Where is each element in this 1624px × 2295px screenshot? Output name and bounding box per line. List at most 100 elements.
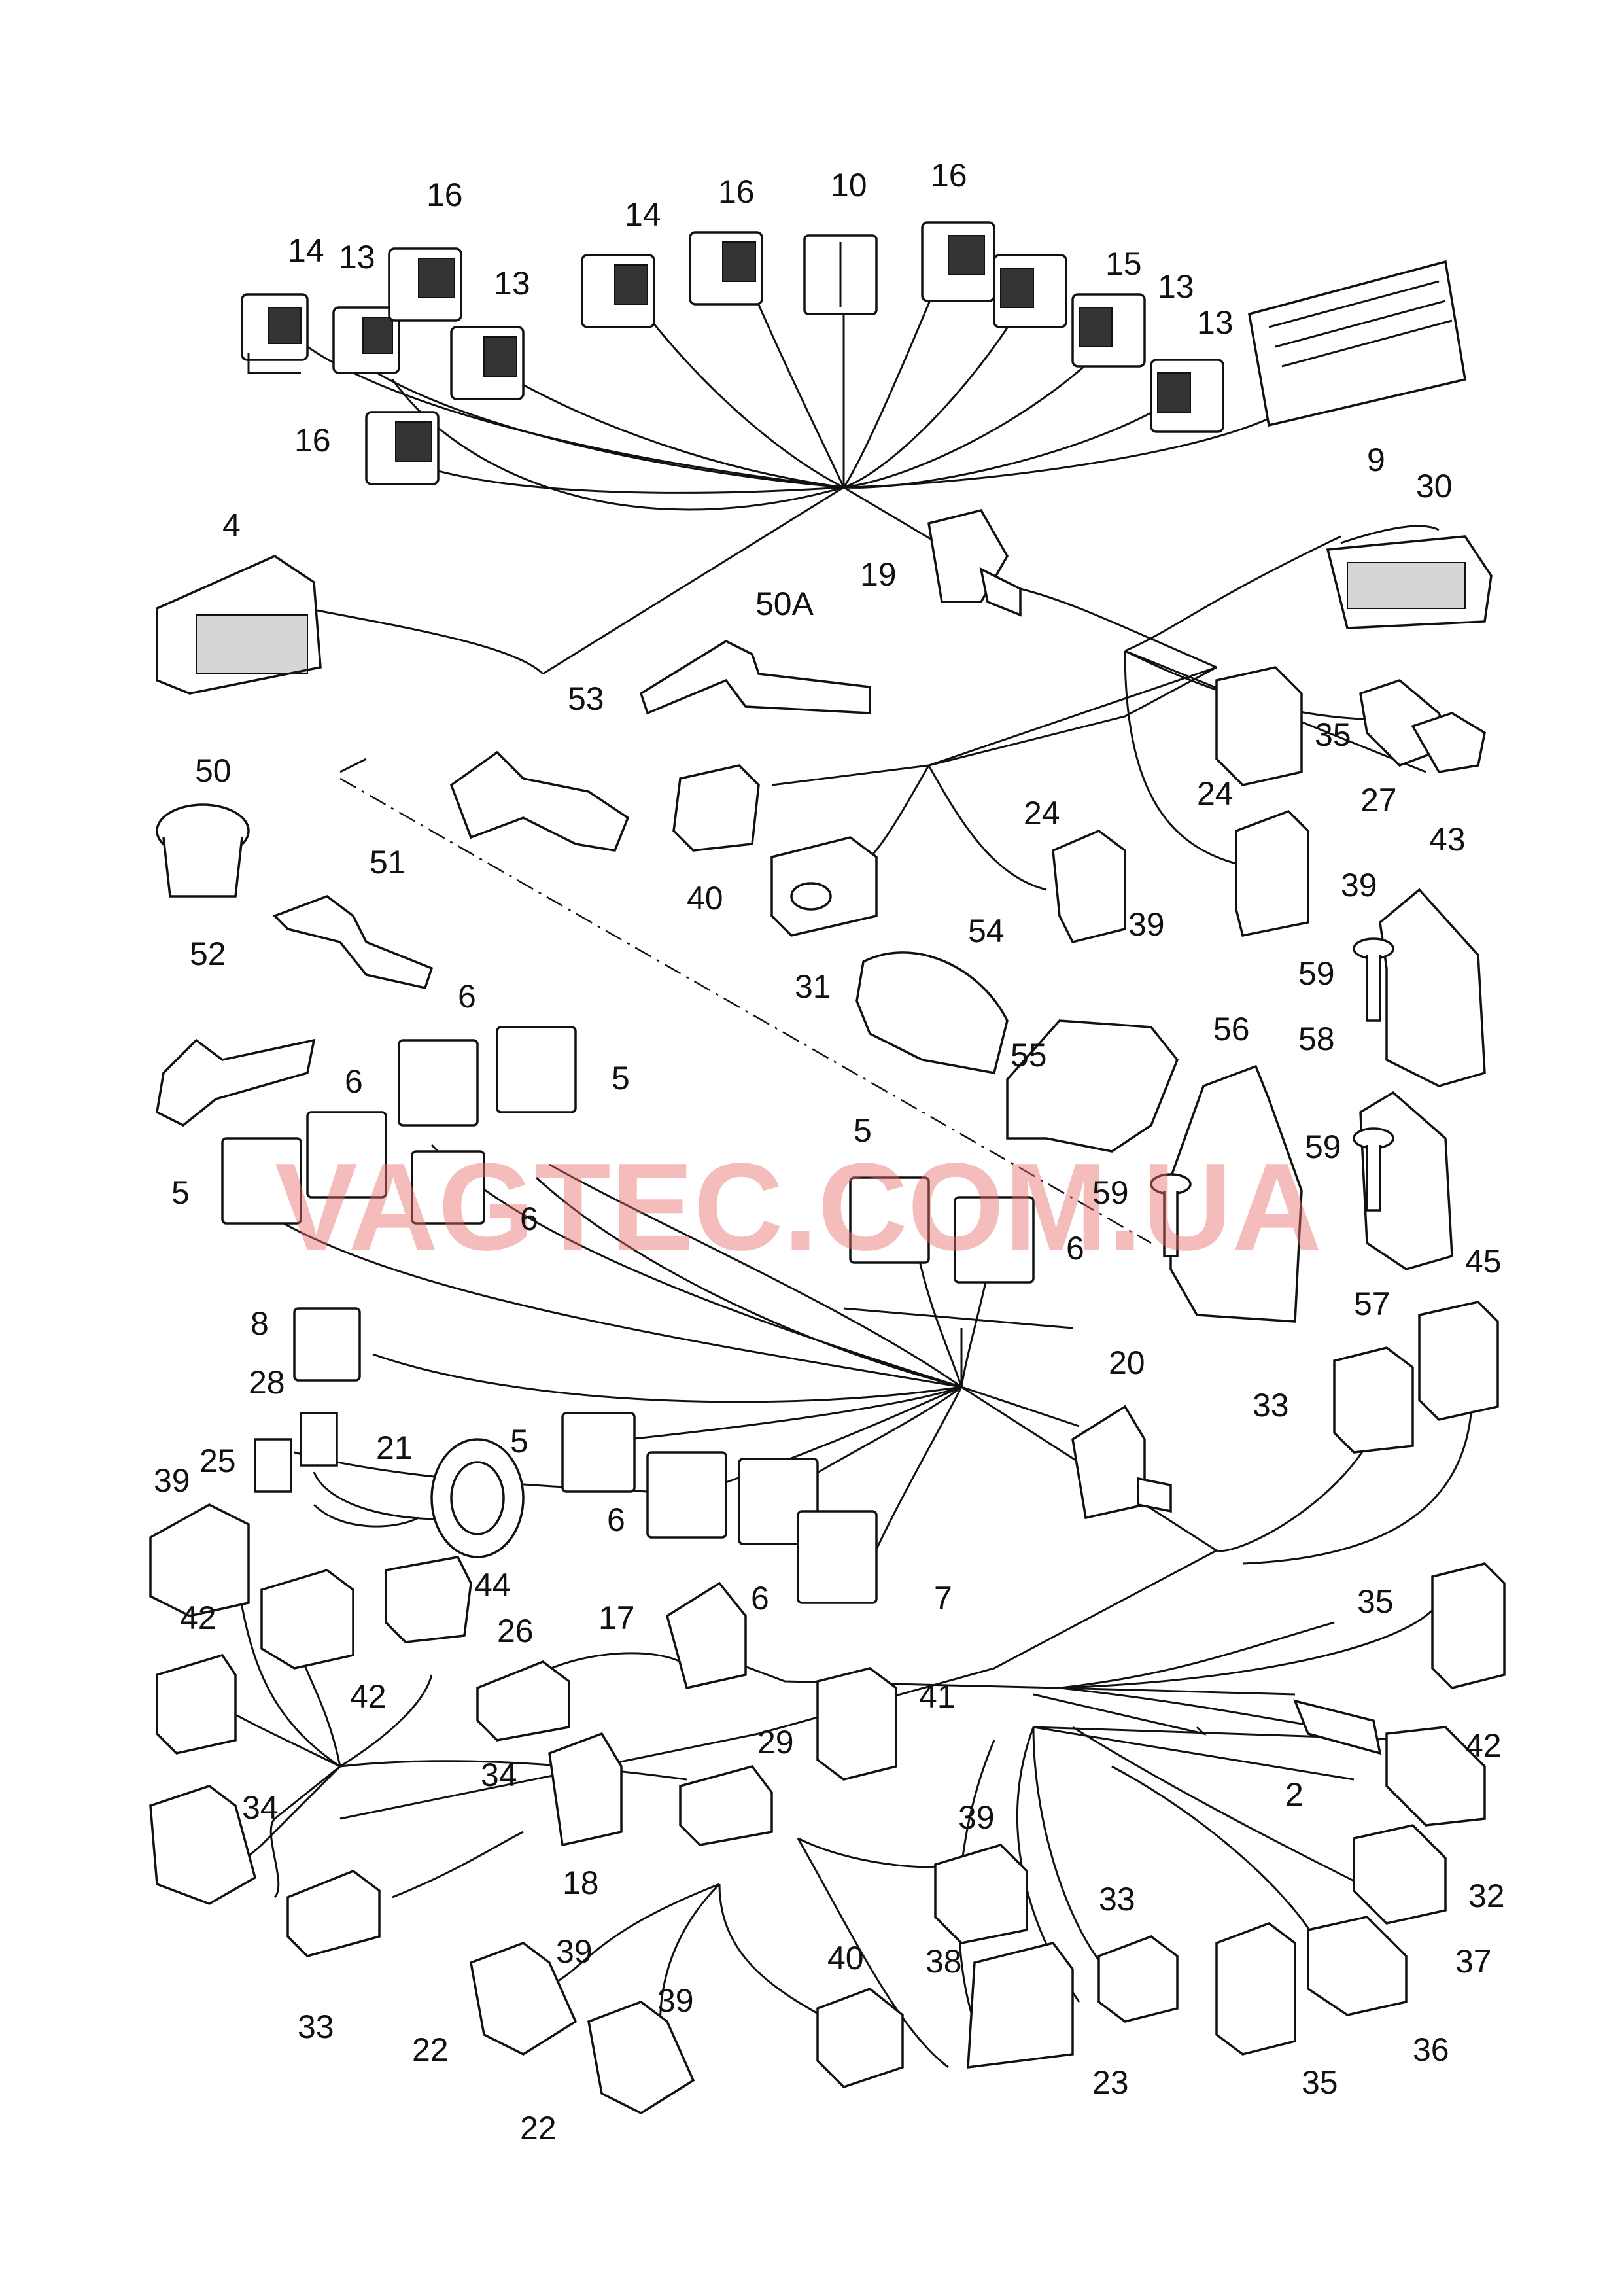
callout-42: 42 <box>180 1600 216 1636</box>
connector-41 <box>816 1667 897 1781</box>
callout-6: 6 <box>520 1200 538 1237</box>
connector-44 <box>385 1556 472 1643</box>
grommet-21 <box>430 1438 525 1558</box>
callout-21: 21 <box>376 1429 413 1466</box>
callout-51: 51 <box>370 844 406 881</box>
grommet-17 <box>665 1581 747 1690</box>
callout-26: 26 <box>497 1613 534 1649</box>
callout-10: 10 <box>831 167 867 203</box>
callout-labels: 2 4 5 5 5 5 6 6 6 6 6 6 7 8 9 10 13 13 1… <box>154 157 1505 2146</box>
callout-19: 19 <box>860 556 897 593</box>
bracket-58 <box>1379 888 1486 1087</box>
connector-40-bottom <box>816 1988 904 2089</box>
connector-13-far-right <box>1150 359 1224 433</box>
connector-22-39-left <box>470 1942 578 2056</box>
connector-45 <box>1418 1301 1499 1421</box>
connector-4 <box>156 555 322 695</box>
callout-20: 20 <box>1109 1344 1145 1381</box>
callout-59: 59 <box>1298 955 1335 992</box>
connector-9 <box>1247 260 1466 427</box>
callout-40: 40 <box>827 1940 864 1976</box>
clip-54 <box>855 951 1009 1075</box>
clip-53 <box>449 750 630 852</box>
callout-33: 33 <box>1099 1881 1135 1918</box>
callout-13: 13 <box>1158 268 1194 305</box>
callout-35: 35 <box>1357 1583 1394 1620</box>
callout-7: 7 <box>934 1580 952 1617</box>
callout-43: 43 <box>1429 821 1466 858</box>
callout-24: 24 <box>1024 795 1060 832</box>
relay-modules <box>221 1026 1035 1604</box>
callout-38: 38 <box>925 1943 962 1980</box>
connector-14-left <box>241 293 309 374</box>
callout-29: 29 <box>757 1724 794 1761</box>
connector-16-lower-left <box>365 411 440 485</box>
callout-2: 2 <box>1285 1776 1304 1813</box>
connector-16-top-left <box>388 247 462 322</box>
connector-35-top <box>1215 666 1303 786</box>
bracket-50a <box>639 639 871 715</box>
callout-50: 50 <box>195 752 232 789</box>
callout-39: 39 <box>958 1799 995 1836</box>
callout-50a: 50A <box>755 586 814 622</box>
callout-5: 5 <box>854 1112 872 1149</box>
callout-9: 9 <box>1367 442 1385 478</box>
callout-5: 5 <box>510 1423 528 1460</box>
callout-35: 35 <box>1315 716 1351 753</box>
screw-59-top <box>1353 937 1394 1022</box>
callout-16: 16 <box>718 173 755 210</box>
connector-15 <box>993 254 1067 328</box>
callout-6: 6 <box>345 1063 363 1100</box>
connector-14-mid <box>581 254 655 328</box>
connector-34-mid <box>476 1660 570 1742</box>
callout-13: 13 <box>339 239 375 275</box>
grommet-18 <box>548 1732 623 1847</box>
callout-32: 32 <box>1468 1878 1505 1914</box>
callout-35: 35 <box>1302 2064 1338 2101</box>
callout-53: 53 <box>568 680 604 717</box>
connector-39-bottom <box>934 1844 1028 1944</box>
callout-34: 34 <box>242 1789 279 1826</box>
callout-13: 13 <box>1197 304 1234 341</box>
callout-8: 8 <box>251 1305 269 1342</box>
connector-35-bottom <box>1215 1922 1296 2056</box>
grommet-19 <box>927 508 1022 617</box>
callout-6: 6 <box>607 1501 625 1538</box>
watermark: VAGTEC.COM.UA <box>275 1138 1322 1276</box>
callout-30: 30 <box>1416 468 1453 504</box>
callout-36: 36 <box>1413 2031 1449 2068</box>
callout-37: 37 <box>1455 1943 1492 1980</box>
connector-29 <box>679 1764 773 1846</box>
callout-22: 22 <box>520 2110 557 2146</box>
callout-39: 39 <box>556 1933 593 1970</box>
screw-59-right <box>1353 1127 1394 1212</box>
callout-14: 14 <box>625 196 661 233</box>
callout-34: 34 <box>481 1757 517 1793</box>
connector-30 <box>1326 535 1493 629</box>
callout-4: 4 <box>222 507 241 544</box>
connector-24-39-right <box>1235 809 1309 937</box>
callout-59: 59 <box>1305 1129 1341 1165</box>
connector-31 <box>770 836 878 937</box>
callout-14: 14 <box>288 232 324 269</box>
callout-57: 57 <box>1354 1286 1391 1322</box>
callout-16: 16 <box>426 177 463 213</box>
callout-13: 13 <box>494 265 530 302</box>
callout-18: 18 <box>562 1865 599 1901</box>
connector-13-left <box>332 306 400 374</box>
callout-39: 39 <box>1341 867 1377 903</box>
callout-54: 54 <box>968 913 1005 949</box>
dash-dot-line <box>339 777 1152 1244</box>
callout-16: 16 <box>294 422 331 459</box>
sensor-2-32 <box>1293 1699 1486 1827</box>
connector-42-left <box>260 1569 354 1670</box>
callout-45: 45 <box>1465 1243 1502 1280</box>
connector-34-left <box>149 1785 257 1905</box>
connector-13-mid <box>450 326 525 400</box>
callout-27: 27 <box>1360 782 1397 818</box>
callout-31: 31 <box>795 968 831 1005</box>
callout-59: 59 <box>1092 1174 1129 1211</box>
callout-28: 28 <box>249 1364 285 1401</box>
connector-33-lower-right <box>1097 1935 1179 2023</box>
callout-6: 6 <box>751 1580 769 1617</box>
